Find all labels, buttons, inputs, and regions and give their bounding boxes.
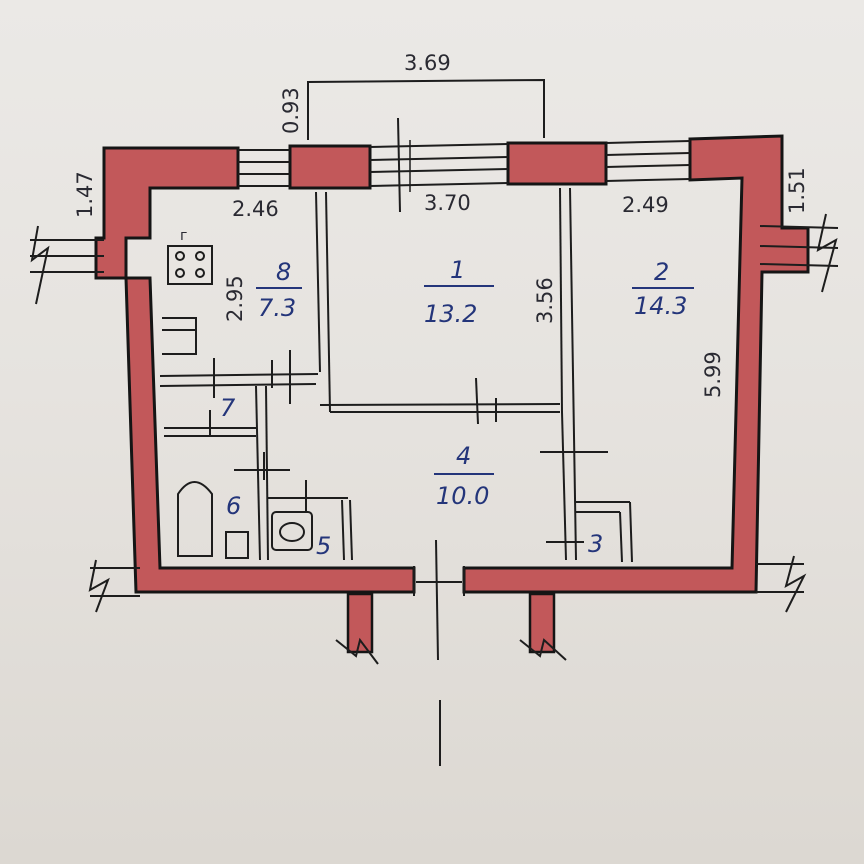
entrance-door [413, 539, 465, 766]
partition-kitchen-bottom [159, 373, 319, 377]
partition-wc-corridor [341, 499, 345, 561]
room4-area: 10.0 [436, 482, 489, 510]
wall-top-pier-left [288, 144, 372, 190]
room6-number: 6 [226, 492, 241, 520]
dim-right-pier: 1.51 [785, 167, 809, 214]
room3-number: 3 [588, 530, 603, 558]
interior-walls [159, 187, 633, 563]
wall-top-pier-right [506, 141, 608, 186]
room8-number: 8 [276, 258, 291, 286]
room5-number: 5 [316, 532, 331, 560]
bathtub-icon [177, 481, 213, 557]
window-room2 [605, 140, 691, 182]
stair-walls [346, 592, 556, 654]
sink-icon [162, 317, 197, 355]
partition-wc-corridor-b [349, 499, 353, 561]
balcony-center-tick [397, 117, 401, 213]
dim-kitchen-depth: 2.95 [223, 275, 247, 322]
dim-left-pier: 1.47 [73, 171, 97, 218]
closet3-side [629, 501, 633, 563]
room-labels: 1 13.2 2 14.3 8 7.3 4 10.0 7 6 5 3 [220, 256, 694, 560]
partition-room1-corridor [319, 403, 561, 406]
partition-bath-wc-b [265, 385, 269, 561]
exterior-walls [94, 134, 810, 594]
dim-balcony-width: 3.69 [404, 51, 451, 75]
dim-room2-depth: 5.99 [701, 351, 725, 398]
dim-room2-width: 2.49 [622, 193, 669, 217]
dim-kitchen-width: 2.46 [232, 197, 279, 221]
wall-left [94, 146, 416, 594]
closet3-side-b [619, 511, 623, 563]
stove-icon [167, 245, 213, 285]
dim-room1-depth: 3.56 [533, 277, 557, 324]
room4-number: 4 [456, 442, 471, 470]
door-marks [209, 350, 608, 543]
partition-room1-room2 [559, 187, 563, 413]
room2-area: 14.3 [634, 292, 687, 320]
room1-area: 13.2 [424, 300, 477, 328]
partition-corridor-room2 [561, 411, 567, 561]
room1-number: 1 [450, 256, 465, 284]
window-room1 [369, 143, 509, 187]
partition-kitchen-room1-b [325, 191, 331, 413]
partition-room1-room2-b [569, 187, 577, 561]
windows [238, 140, 691, 187]
dimension-labels: 3.69 2.46 3.70 2.49 0.93 1.47 1.51 2.95 … [73, 51, 809, 398]
dim-balcony-depth: 0.93 [279, 87, 303, 134]
dim-room1-width: 3.70 [424, 191, 471, 215]
toilet-icon [271, 511, 313, 551]
stair-wall-left [346, 592, 374, 654]
break-marks [30, 213, 839, 665]
stair-wall-right [528, 592, 556, 654]
washbasin-icon [225, 531, 249, 559]
partition-kitchen-room1 [315, 191, 321, 373]
room2-number: 2 [654, 258, 669, 286]
room7-number: 7 [220, 394, 236, 422]
partition-bath-wc [255, 385, 261, 561]
balcony-outline [307, 78, 545, 140]
room8-area: 7.3 [258, 294, 296, 322]
window-kitchen [238, 149, 290, 187]
stove-label: г [180, 228, 187, 244]
